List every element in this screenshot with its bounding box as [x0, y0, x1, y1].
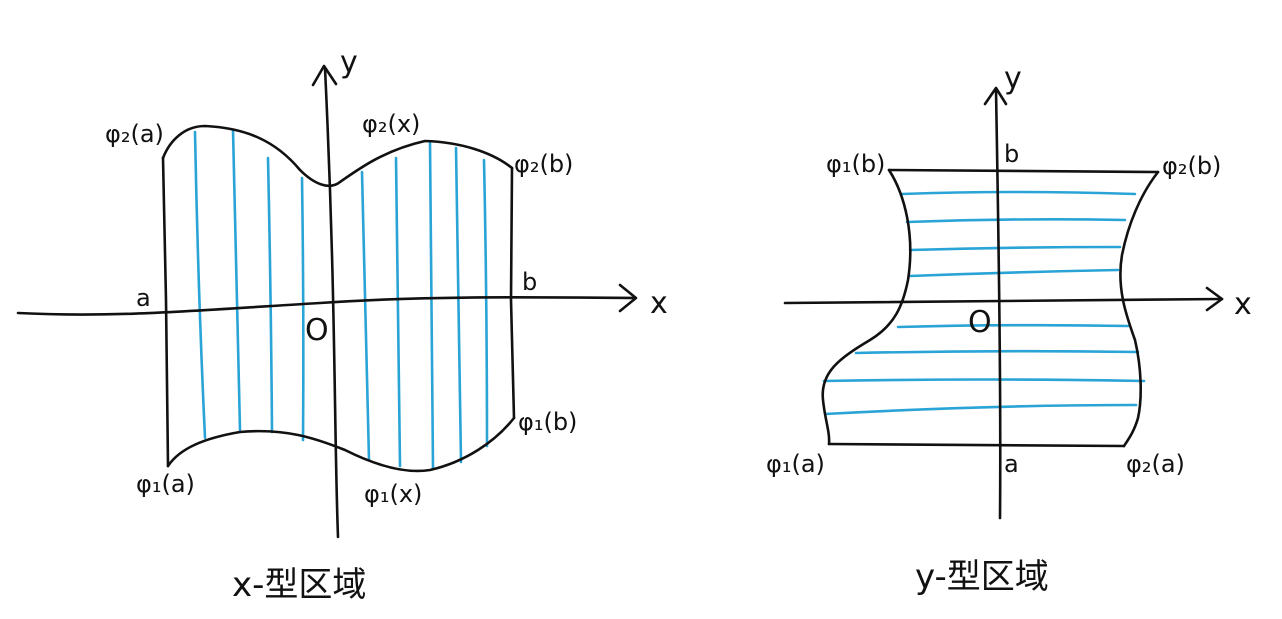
b-label: b — [1004, 140, 1019, 168]
phi1-a-label: φ₁(a) — [136, 470, 195, 498]
hatch-line — [854, 349, 1140, 355]
hatch-line — [823, 403, 1138, 416]
phi2-x-label: φ₂(x) — [362, 110, 420, 138]
x-region-caption: x-型区域 — [232, 565, 366, 605]
hatch-line — [300, 176, 305, 442]
x-region-hatching — [193, 128, 489, 470]
x-axis-arrow — [618, 283, 638, 313]
hatch-line — [193, 130, 207, 440]
origin-label: O — [305, 313, 329, 348]
x-axis — [16, 295, 637, 316]
hatch-line — [394, 156, 402, 468]
x-axis-label: x — [650, 286, 668, 321]
y-axis-arrow — [311, 64, 338, 87]
y-region-top-edge — [887, 168, 1160, 174]
hatch-line — [482, 158, 489, 448]
hatch-line — [428, 141, 435, 470]
y-region-bottom-edge — [827, 442, 1126, 448]
hatch-line — [908, 245, 1122, 252]
hatch-line — [900, 190, 1137, 196]
x-axis-label: x — [1234, 287, 1252, 322]
y-axis-arrow — [983, 86, 1008, 106]
x-region-left-edge — [161, 156, 170, 468]
hatch-line — [360, 170, 371, 462]
y-axis — [323, 66, 340, 539]
x-axis-arrow — [1205, 286, 1224, 312]
hatch-line — [908, 268, 1120, 278]
y-region-left-curve — [821, 168, 912, 446]
y-region-right-curve — [1119, 170, 1160, 448]
hatch-line — [231, 128, 242, 432]
phi1-b-label: φ₁(b) — [826, 150, 885, 178]
x-type-region-diagram: x y O a b φ₂(a) φ₂(x) φ₂(b) φ₁(a) φ₁(x) … — [16, 45, 668, 605]
hatch-line — [266, 156, 274, 434]
a-label: a — [1004, 450, 1019, 478]
y-region-hatching — [822, 190, 1146, 416]
phi1-a-label: φ₁(a) — [766, 450, 825, 478]
hatch-line — [896, 323, 1130, 329]
phi2-a-label: φ₂(a) — [1126, 450, 1185, 478]
x-region-bottom-curve — [166, 416, 516, 473]
hatch-line — [454, 146, 463, 464]
hatch-line — [905, 218, 1127, 224]
phi2-a-label: φ₂(a) — [105, 120, 164, 148]
origin-label: O — [968, 305, 992, 340]
hatch-line — [822, 378, 1146, 383]
y-type-region-diagram: x y O a b φ₁(b) φ₂(b) φ₁(a) φ₂(a) y-型区域 — [766, 61, 1252, 597]
y-axis — [994, 88, 1002, 520]
y-axis-label: y — [1004, 61, 1022, 96]
phi1-x-label: φ₁(x) — [364, 480, 422, 508]
x-axis — [783, 297, 1224, 305]
x-region-right-edge — [509, 166, 516, 420]
phi2-b-label: φ₂(b) — [1162, 152, 1221, 180]
y-region-caption: y-型区域 — [915, 557, 1049, 597]
phi1-b-label: φ₁(b) — [518, 408, 577, 436]
b-label: b — [522, 268, 537, 296]
a-label: a — [136, 284, 151, 312]
x-region-top-curve — [161, 124, 514, 187]
phi2-b-label: φ₂(b) — [514, 150, 573, 178]
y-axis-label: y — [340, 45, 358, 80]
